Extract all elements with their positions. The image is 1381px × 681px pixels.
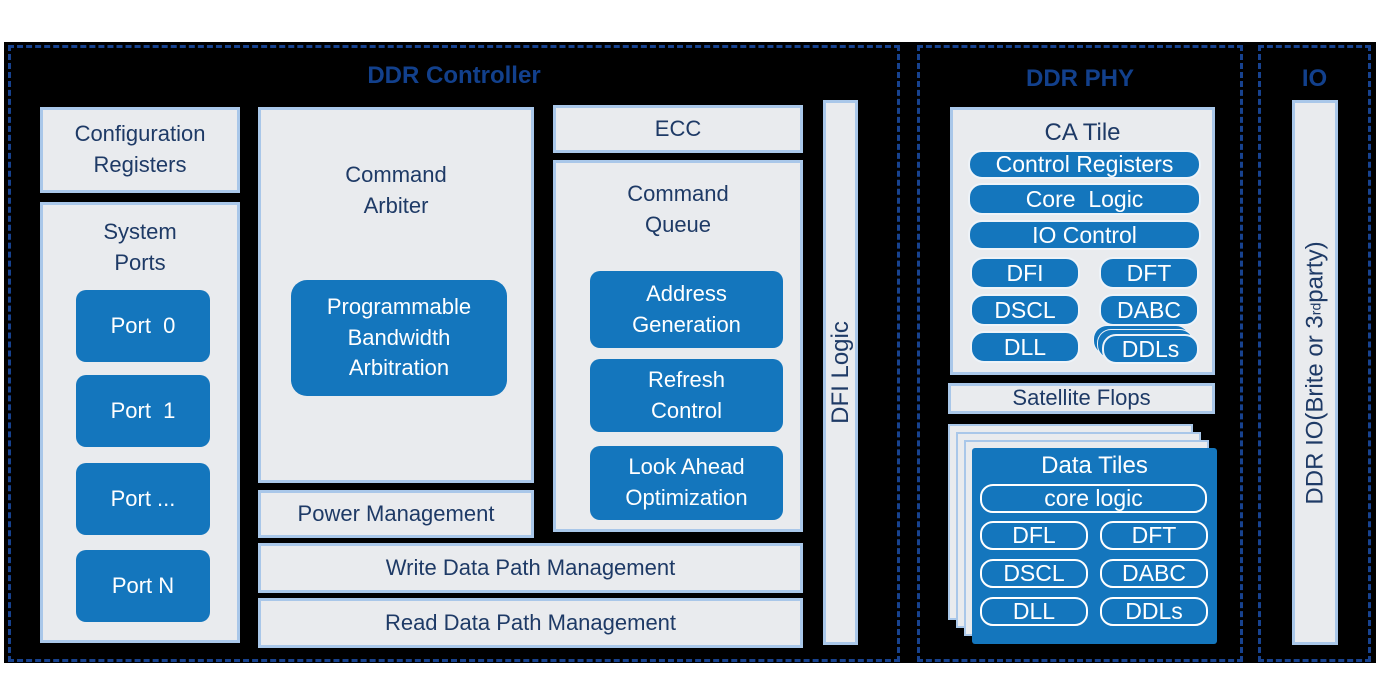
port-box: Port ... bbox=[76, 463, 210, 535]
data-tile-cell: DSCL bbox=[980, 559, 1088, 588]
ca-tile-row-label: Control Registers bbox=[995, 151, 1174, 177]
ca-tile-row: IO Control bbox=[968, 220, 1201, 250]
port-label: Port 1 bbox=[110, 397, 176, 423]
port-box: Port N bbox=[76, 550, 210, 622]
section-ddr-phy bbox=[917, 45, 1243, 662]
ca-tile-cell: DFI bbox=[970, 257, 1080, 289]
power-management-label: Power Management bbox=[297, 500, 495, 526]
satellite-flops-box: Satellite Flops bbox=[948, 383, 1215, 414]
command-queue-title: Command Queue bbox=[627, 181, 729, 237]
data-tile-cell: DDLs bbox=[1100, 597, 1208, 626]
dfi-logic-bar bbox=[823, 100, 858, 645]
look-ahead-optimization-box: Look Ahead Optimization bbox=[590, 446, 783, 520]
refresh-control-label: Refresh Control bbox=[647, 366, 726, 423]
data-tile-cell: DABC bbox=[1100, 559, 1208, 588]
ca-tile-box: CA Tile Control Registers Core Logic IO … bbox=[950, 107, 1215, 375]
data-tile-cell: DLL bbox=[980, 597, 1088, 626]
port-box: Port 1 bbox=[76, 375, 210, 447]
ca-tile-cell-label: DABC bbox=[1117, 296, 1181, 323]
ca-tile-cell-label: DDLs bbox=[1121, 335, 1180, 362]
ca-tile-cell-label: DLL bbox=[1003, 333, 1047, 360]
data-tile-cell-label: DSCL bbox=[1003, 560, 1065, 586]
address-generation-label: Address Generation bbox=[632, 280, 741, 337]
configuration-registers-label: Configuration Registers bbox=[74, 121, 206, 177]
ca-tile-row-label: IO Control bbox=[1032, 221, 1137, 248]
ca-tile-cell: DFT bbox=[1099, 257, 1199, 289]
programmable-bandwidth-arbitration-label: Programmable Bandwidth Arbitration bbox=[326, 293, 472, 381]
data-tile-row: core logic bbox=[980, 484, 1207, 513]
io-title: IO bbox=[1301, 65, 1328, 92]
configuration-registers-box: Configuration Registers bbox=[40, 107, 240, 193]
ddr-io-bar bbox=[1292, 100, 1338, 645]
data-tile-cell-label: DABC bbox=[1122, 560, 1186, 586]
ecc-box: ECC bbox=[553, 105, 803, 153]
satellite-flops-label: Satellite Flops bbox=[1012, 385, 1151, 411]
read-data-path-management-box: Read Data Path Management bbox=[258, 598, 803, 648]
ca-tile-row-label: Core Logic bbox=[1025, 185, 1144, 212]
refresh-control-box: Refresh Control bbox=[590, 359, 783, 432]
power-management-box: Power Management bbox=[258, 490, 534, 538]
system-ports-title: System Ports bbox=[103, 219, 177, 275]
ca-tile-cell: DABC bbox=[1099, 294, 1199, 326]
data-tile-cell-label: DFT bbox=[1131, 522, 1177, 548]
ca-tile-cell-label: DSCL bbox=[994, 296, 1056, 323]
read-data-path-management-label: Read Data Path Management bbox=[384, 609, 677, 635]
port-label: Port N bbox=[111, 572, 175, 598]
data-tile-cell-label: DDLs bbox=[1125, 598, 1183, 624]
ecc-label: ECC bbox=[654, 115, 702, 141]
port-label: Port ... bbox=[110, 485, 176, 511]
data-tile-cell: DFT bbox=[1100, 521, 1208, 550]
ca-tile-cell-ddls-stack: DDLs bbox=[1102, 334, 1199, 364]
data-tile-cell-label: DFL bbox=[1012, 522, 1056, 548]
port-box: Port 0 bbox=[76, 290, 210, 362]
port-label: Port 0 bbox=[110, 312, 176, 338]
ddr-phy-title: DDR PHY bbox=[1025, 65, 1134, 92]
section-ddr-controller bbox=[8, 45, 900, 662]
ca-tile-row: Core Logic bbox=[968, 183, 1201, 215]
ddr-io-text-prefix: DDR IO(Brite or 3 bbox=[1301, 315, 1329, 505]
data-tile-cell: DFL bbox=[980, 521, 1088, 550]
dfi-logic-text: DFI Logic bbox=[826, 321, 854, 424]
ddr-controller-title: DDR Controller bbox=[367, 62, 541, 89]
ca-tile-title: CA Tile bbox=[1044, 119, 1121, 146]
ca-tile-cell: DSCL bbox=[970, 294, 1080, 326]
command-queue-box: Command Queue Address Generation Refresh… bbox=[553, 160, 803, 532]
write-data-path-management-label: Write Data Path Management bbox=[385, 554, 676, 580]
section-io bbox=[1258, 45, 1371, 662]
address-generation-box: Address Generation bbox=[590, 271, 783, 348]
ca-tile-cell: DLL bbox=[970, 331, 1080, 363]
write-data-path-management-box: Write Data Path Management bbox=[258, 543, 803, 593]
data-tiles-box: Data Tiles core logic DFL DFT DSCL DABC … bbox=[972, 448, 1217, 644]
ca-tile-cell-label: DFT bbox=[1126, 259, 1172, 286]
programmable-bandwidth-arbitration-box: Programmable Bandwidth Arbitration bbox=[291, 280, 507, 396]
dfi-logic-label: DFI Logic bbox=[823, 100, 858, 645]
system-ports-box: System Ports Port 0 Port 1 Port ... Port… bbox=[40, 202, 240, 643]
ddr-io-text-suffix: party) bbox=[1301, 241, 1329, 303]
ca-tile-cell-label: DFI bbox=[1006, 259, 1044, 286]
data-tile-row-label: core logic bbox=[1044, 485, 1143, 511]
data-tiles-title: Data Tiles bbox=[1041, 452, 1148, 479]
command-arbiter-box: Command Arbiter Programmable Bandwidth A… bbox=[258, 107, 534, 483]
ca-tile-row: Control Registers bbox=[968, 150, 1201, 179]
command-arbiter-title: Command Arbiter bbox=[345, 162, 447, 218]
look-ahead-optimization-label: Look Ahead Optimization bbox=[625, 454, 748, 510]
data-tile-cell-label: DLL bbox=[1012, 598, 1056, 624]
